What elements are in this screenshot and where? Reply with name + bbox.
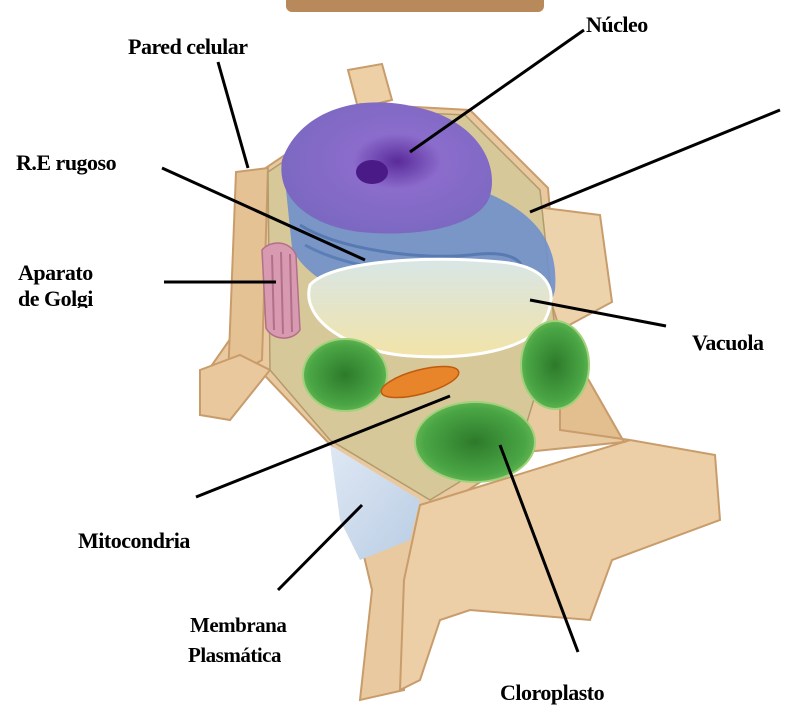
golgi-apparatus: [262, 243, 300, 338]
label-re-rugoso: R.E rugoso: [16, 150, 116, 176]
label-plasmatica: Plasmática: [188, 642, 281, 664]
label-vacuola: Vacuola: [692, 330, 763, 356]
label-pared-celular: Pared celular: [128, 34, 248, 60]
label-cloroplasto: Cloroplasto: [500, 680, 604, 706]
label-de-golgi: de Golgi: [18, 286, 93, 308]
label-aparato: Aparato: [18, 260, 93, 286]
label-membrana: Membrana: [190, 612, 286, 638]
label-mitocondria: Mitocondria: [78, 528, 190, 554]
label-nucleo: Núcleo: [586, 12, 648, 38]
nucleolus: [356, 160, 388, 184]
